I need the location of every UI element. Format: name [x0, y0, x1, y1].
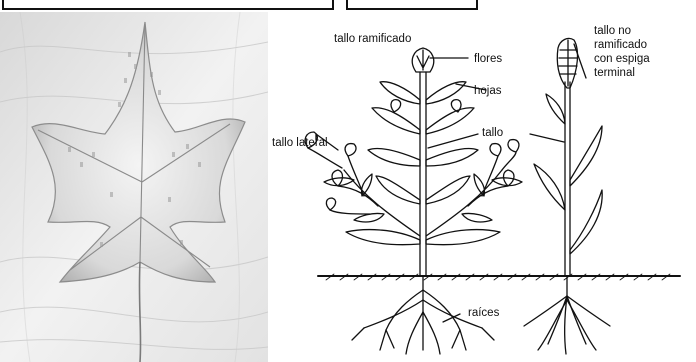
- label-tallo-no-ramificado-4: terminal: [594, 67, 635, 79]
- label-tallo-no-ramificado-3: con espiga: [594, 53, 650, 65]
- roots-unbranched: [524, 276, 610, 354]
- label-tallo-lateral: tallo lateral: [272, 137, 328, 149]
- plant-stem-diagram: tallo ramificado flores hojas tallo tall…: [268, 0, 696, 362]
- lateral-stem-right: [426, 170, 502, 236]
- label-tallo-ramificado: tallo ramificado: [334, 33, 411, 45]
- label-hojas: hojas: [474, 85, 502, 97]
- leaf-photo: [0, 12, 268, 362]
- label-tallo: tallo: [482, 127, 503, 139]
- label-tallo-no-ramificado-1: tallo no: [594, 25, 631, 37]
- lateral-stem-left: [344, 170, 420, 236]
- label-flores: flores: [474, 53, 502, 65]
- label-tallo-no-ramificado-2: ramificado: [594, 39, 647, 51]
- label-raices: raíces: [468, 307, 500, 319]
